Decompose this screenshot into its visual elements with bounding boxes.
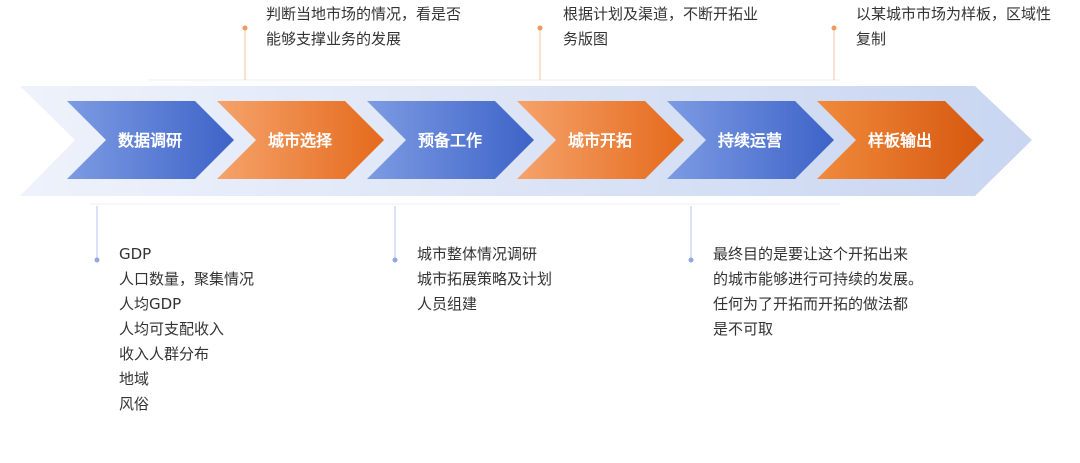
note-line: 能够支撑业务的发展 (266, 30, 402, 48)
note-line: 务版图 (563, 30, 609, 48)
chevron-1: 数据调研 (67, 101, 234, 179)
step-label-2: 城市选择 (268, 131, 333, 150)
note-line: 复制 (856, 30, 887, 48)
note-line: 的城市能够进行可持续的发展。 (713, 270, 924, 288)
note-line: 最终目的是要让这个开拓出来 (713, 245, 909, 263)
top-note-template-output: 以某城市市场为样板，区域性 复制 (856, 2, 1080, 52)
bottom-connectors (90, 203, 840, 263)
step-label-3: 预备工作 (418, 131, 482, 150)
step-label-4: 城市开拓 (568, 131, 632, 150)
bottom-note-continuous-operation: 最终目的是要让这个开拓出来 的城市能够进行可持续的发展。 任何为了开拓而开拓的做… (713, 242, 923, 342)
step-label-5: 持续运营 (718, 131, 782, 150)
note-line: 人均GDP (119, 295, 182, 313)
bottom-note-preparation: 城市整体情况调研 城市拓展策略及计划 人员组建 (417, 242, 552, 317)
chevron-6: 样板输出 (817, 101, 984, 179)
note-line: GDP (119, 245, 152, 263)
bottom-note-data-research: GDP 人口数量，聚集情况 人均GDP 人均可支配收入 收入人群分布 地域 风俗 (119, 242, 254, 417)
note-line: 人口数量，聚集情况 (119, 270, 255, 288)
top-connectors (148, 25, 840, 81)
note-line: 以某城市市场为样板，区域性 (856, 5, 1052, 23)
note-line: 人员组建 (417, 295, 478, 313)
note-line: 任何为了开拓而开拓的做法都 (713, 295, 909, 313)
note-line: 人均可支配收入 (119, 320, 225, 338)
top-note-city-selection: 判断当地市场的情况，看是否 能够支撑业务的发展 (266, 2, 501, 52)
note-line: 地域 (119, 370, 150, 388)
note-line: 收入人群分布 (119, 345, 210, 363)
note-line: 判断当地市场的情况，看是否 (266, 5, 462, 23)
step-label-1: 数据调研 (118, 131, 182, 150)
chevron-5: 持续运营 (667, 101, 834, 179)
note-line: 城市拓展策略及计划 (417, 270, 553, 288)
note-line: 城市整体情况调研 (417, 245, 538, 263)
chevron-2: 城市选择 (217, 101, 384, 179)
top-note-city-expansion: 根据计划及渠道，不断开拓业 务版图 (563, 2, 798, 52)
step-label-6: 样板输出 (868, 131, 932, 150)
chevron-4: 城市开拓 (517, 101, 684, 179)
chevron-3: 预备工作 (367, 101, 534, 179)
note-line: 风俗 (119, 395, 150, 413)
note-line: 根据计划及渠道，不断开拓业 (563, 5, 759, 23)
note-line: 是不可取 (713, 320, 774, 338)
